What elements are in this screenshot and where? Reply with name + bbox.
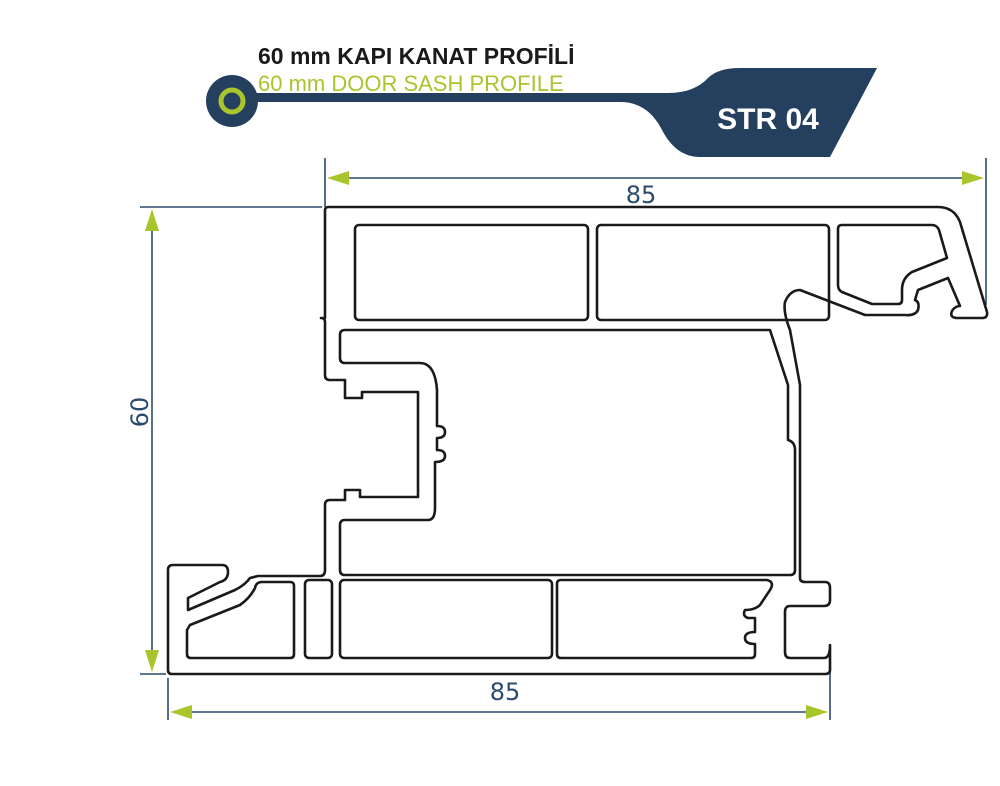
chamber-top-2: [595, 223, 831, 322]
header-banner: 60 mm KAPI KANAT PROFİLİ 60 mm DOOR SASH…: [206, 43, 877, 157]
chamber-top-3: [836, 223, 949, 306]
dim-bottom-width: 85: [490, 678, 521, 706]
chamber-bottom-2: [303, 578, 334, 660]
banner-ring-icon: [218, 87, 246, 115]
profile-inner-cavity: [338, 328, 797, 577]
title-en: 60 mm DOOR SASH PROFILE: [258, 71, 564, 96]
profile-outer-contour: [166, 205, 989, 676]
chamber-bottom-4: [555, 578, 774, 660]
chamber-bottom-1: [185, 580, 296, 660]
dim-height: 60: [126, 397, 154, 428]
dimension-lines: 85 60 85: [126, 158, 987, 720]
chamber-top-1: [353, 223, 590, 322]
dim-top-width: 85: [626, 181, 657, 209]
banner-shape: [240, 68, 877, 157]
banner-circle: [206, 75, 258, 127]
chamber-bottom-3: [338, 578, 554, 660]
title-tr: 60 mm KAPI KANAT PROFİLİ: [258, 43, 575, 69]
sash-profile: [166, 205, 989, 676]
profile-code: STR 04: [717, 103, 819, 136]
